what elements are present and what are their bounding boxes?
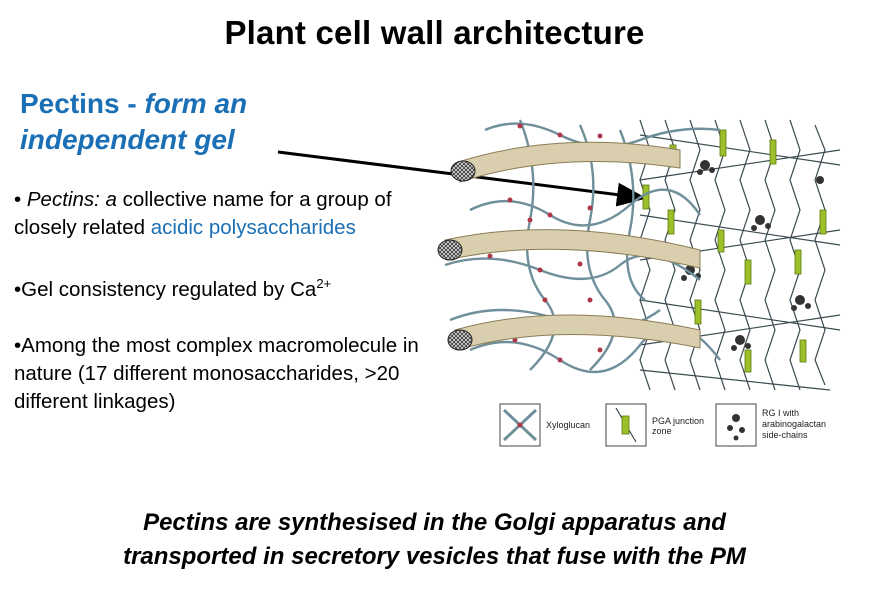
calcium-superscript: 2+	[316, 276, 332, 291]
bullet-definition: • Pectins: a collective name for a group…	[14, 186, 434, 242]
xyloglucan-nodes	[487, 123, 603, 363]
legend-pga-label-1: PGA junction	[652, 416, 704, 426]
legend-rg-label-3: side-chains	[762, 430, 808, 440]
legend-rg-label-1: RG I with	[762, 408, 799, 418]
slide-title: Plant cell wall architecture	[224, 14, 645, 51]
cellulose-microfibrils	[437, 141, 701, 351]
bullet-gel-text: •Gel consistency regulated by Ca	[14, 277, 317, 301]
bullet-gel-consistency: •Gel consistency regulated by Ca2+	[14, 270, 434, 304]
legend-rg-label-2: arabinogalactan	[762, 419, 826, 429]
bullet-marker: •	[14, 188, 27, 211]
bottom-statement: Pectins are synthesised in the Golgi app…	[0, 506, 869, 574]
bottom-line-1: Pectins are synthesised in the Golgi app…	[143, 509, 726, 536]
legend-pga-icon	[621, 415, 630, 435]
bullet-definition-text: collective name for a group of closely r…	[14, 188, 392, 239]
heading-form-gel: form an independent gel	[20, 88, 248, 155]
bullet-complexity: •Among the most complex macromolecule in…	[14, 333, 419, 413]
pectin-heading: Pectins - form an independent gel	[20, 86, 320, 158]
bullet-definition-italic: Pectins: a	[26, 188, 117, 211]
diagram-legend: Xyloglucan PGA junction zone RG I with a…	[499, 403, 826, 447]
legend-pga-label-2: zone	[652, 426, 672, 436]
legend-rg-icon	[727, 414, 745, 441]
legend-xyloglucan-label: Xyloglucan	[546, 420, 590, 430]
heading-pectins: Pectins -	[20, 88, 145, 119]
bullet-list: • Pectins: a collective name for a group…	[14, 186, 434, 444]
acidic-polysaccharides-text: acidic polysaccharides	[150, 216, 356, 239]
bottom-line-2: transported in secretory vesicles that f…	[123, 543, 746, 570]
